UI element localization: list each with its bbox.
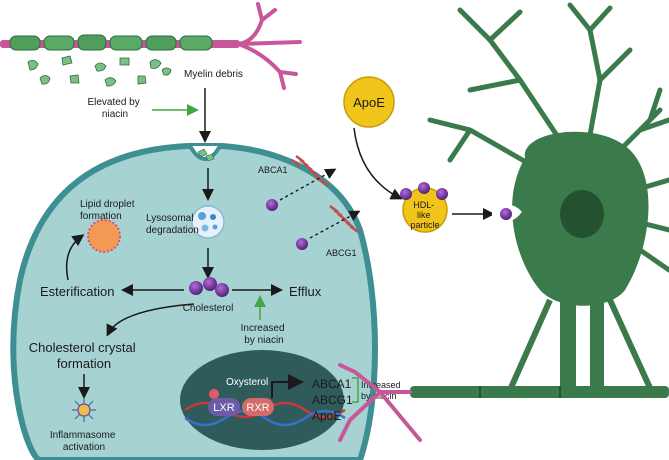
increased-by-niacin-genes-label: Increased by niacin <box>361 380 403 401</box>
apoe-to-hdl-arrow <box>353 127 403 200</box>
lxr-receptor <box>208 398 240 416</box>
esterification-label: Esterification <box>40 284 114 299</box>
increased-by-niacin-efflux-label: Increased by niacin <box>241 323 288 346</box>
abca1-transporter <box>291 155 329 187</box>
inflammasome-label: Inflammasome activation <box>50 430 118 453</box>
myelin-debris-label: Myelin debris <box>184 69 243 80</box>
lipid-droplet-icon <box>87 219 121 253</box>
hdl-label: HDL- like particle <box>410 200 439 230</box>
myelinated-axon <box>0 2 302 90</box>
abca1-efflux-arrow <box>279 168 337 201</box>
hdl-cholesterol-3 <box>436 188 448 200</box>
abcg1-membrane-label: ABCG1 <box>326 248 357 258</box>
gene-abca1: ABCA1 <box>312 377 352 391</box>
cholesterol-efflux-1 <box>266 199 278 211</box>
hdl-cholesterol-2 <box>418 182 430 194</box>
abcg1-transporter <box>329 205 359 233</box>
rxr-receptor <box>242 398 274 416</box>
myelin-debris-fragments <box>27 55 172 87</box>
cholesterol-crystal-label: Cholesterol crystal formation <box>29 340 140 371</box>
lysosomal-degradation-label: Lysosomal degradation <box>146 213 199 236</box>
hdl-cholesterol-1 <box>400 188 412 200</box>
to-lipid-droplet-arrow <box>65 234 85 281</box>
rxr-label: RXR <box>246 402 269 414</box>
inflammasome-icon <box>72 398 96 422</box>
cholesterol-label: Cholesterol <box>183 303 234 314</box>
apoe-label: ApoE <box>353 95 385 110</box>
neuron <box>338 2 669 442</box>
lysosome-icon <box>191 205 225 239</box>
lipid-droplet-label: Lipid droplet formation <box>80 199 137 222</box>
gene-abcg1: ABCG1 <box>312 393 353 407</box>
abca1-membrane-label: ABCA1 <box>258 165 288 175</box>
gene-apoe: ApoE <box>312 409 341 423</box>
cholesterol-molecules-icon <box>189 277 229 297</box>
cholesterol-efflux-2 <box>296 238 308 250</box>
to-crystal-arrow <box>106 303 195 337</box>
oxysterol-label: Oxysterol <box>226 377 268 388</box>
efflux-label: Efflux <box>289 284 322 299</box>
transcription-arrow <box>271 374 304 398</box>
lxr-label: LXR <box>213 402 234 414</box>
gene-bracket <box>352 377 359 403</box>
apoe-circle <box>343 76 395 128</box>
oxysterol-icon <box>209 389 219 399</box>
elevated-by-niacin-label: Elevated by niacin <box>87 97 142 120</box>
